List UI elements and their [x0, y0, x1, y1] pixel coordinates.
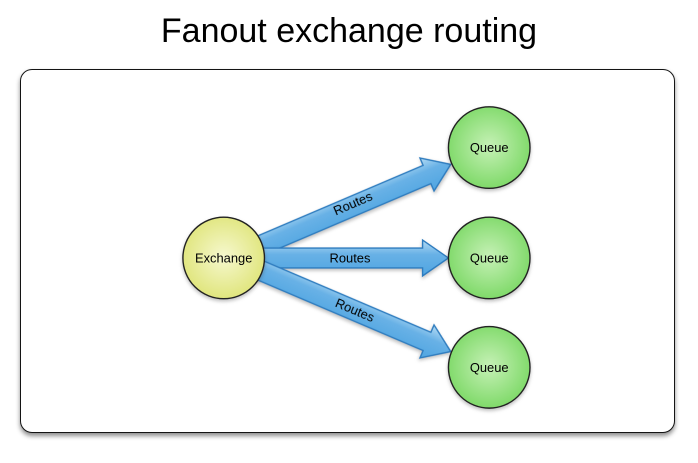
- route-label: Routes: [330, 250, 371, 265]
- queue-node-middle: Queue: [447, 216, 531, 300]
- queue-label: Queue: [470, 250, 509, 265]
- route-arrow-middle: Routes: [225, 238, 450, 278]
- exchange-node: Exchange: [182, 216, 266, 300]
- exchange-circle: [182, 216, 266, 300]
- queue-node-bottom: Queue: [447, 325, 531, 409]
- queue-circle: [447, 216, 531, 300]
- fanout-diagram: Routes Routes Routes Exchange Queue: [182, 106, 531, 409]
- exchange-label: Exchange: [195, 250, 252, 265]
- queue-label: Queue: [470, 360, 509, 375]
- page-title: Fanout exchange routing: [160, 12, 538, 50]
- queue-node-top: Queue: [447, 106, 531, 190]
- queue-label: Queue: [470, 140, 509, 155]
- diagram-panel: Routes Routes Routes Exchange Queue: [20, 69, 675, 433]
- queue-circle: [447, 325, 531, 409]
- queue-circle: [447, 106, 531, 190]
